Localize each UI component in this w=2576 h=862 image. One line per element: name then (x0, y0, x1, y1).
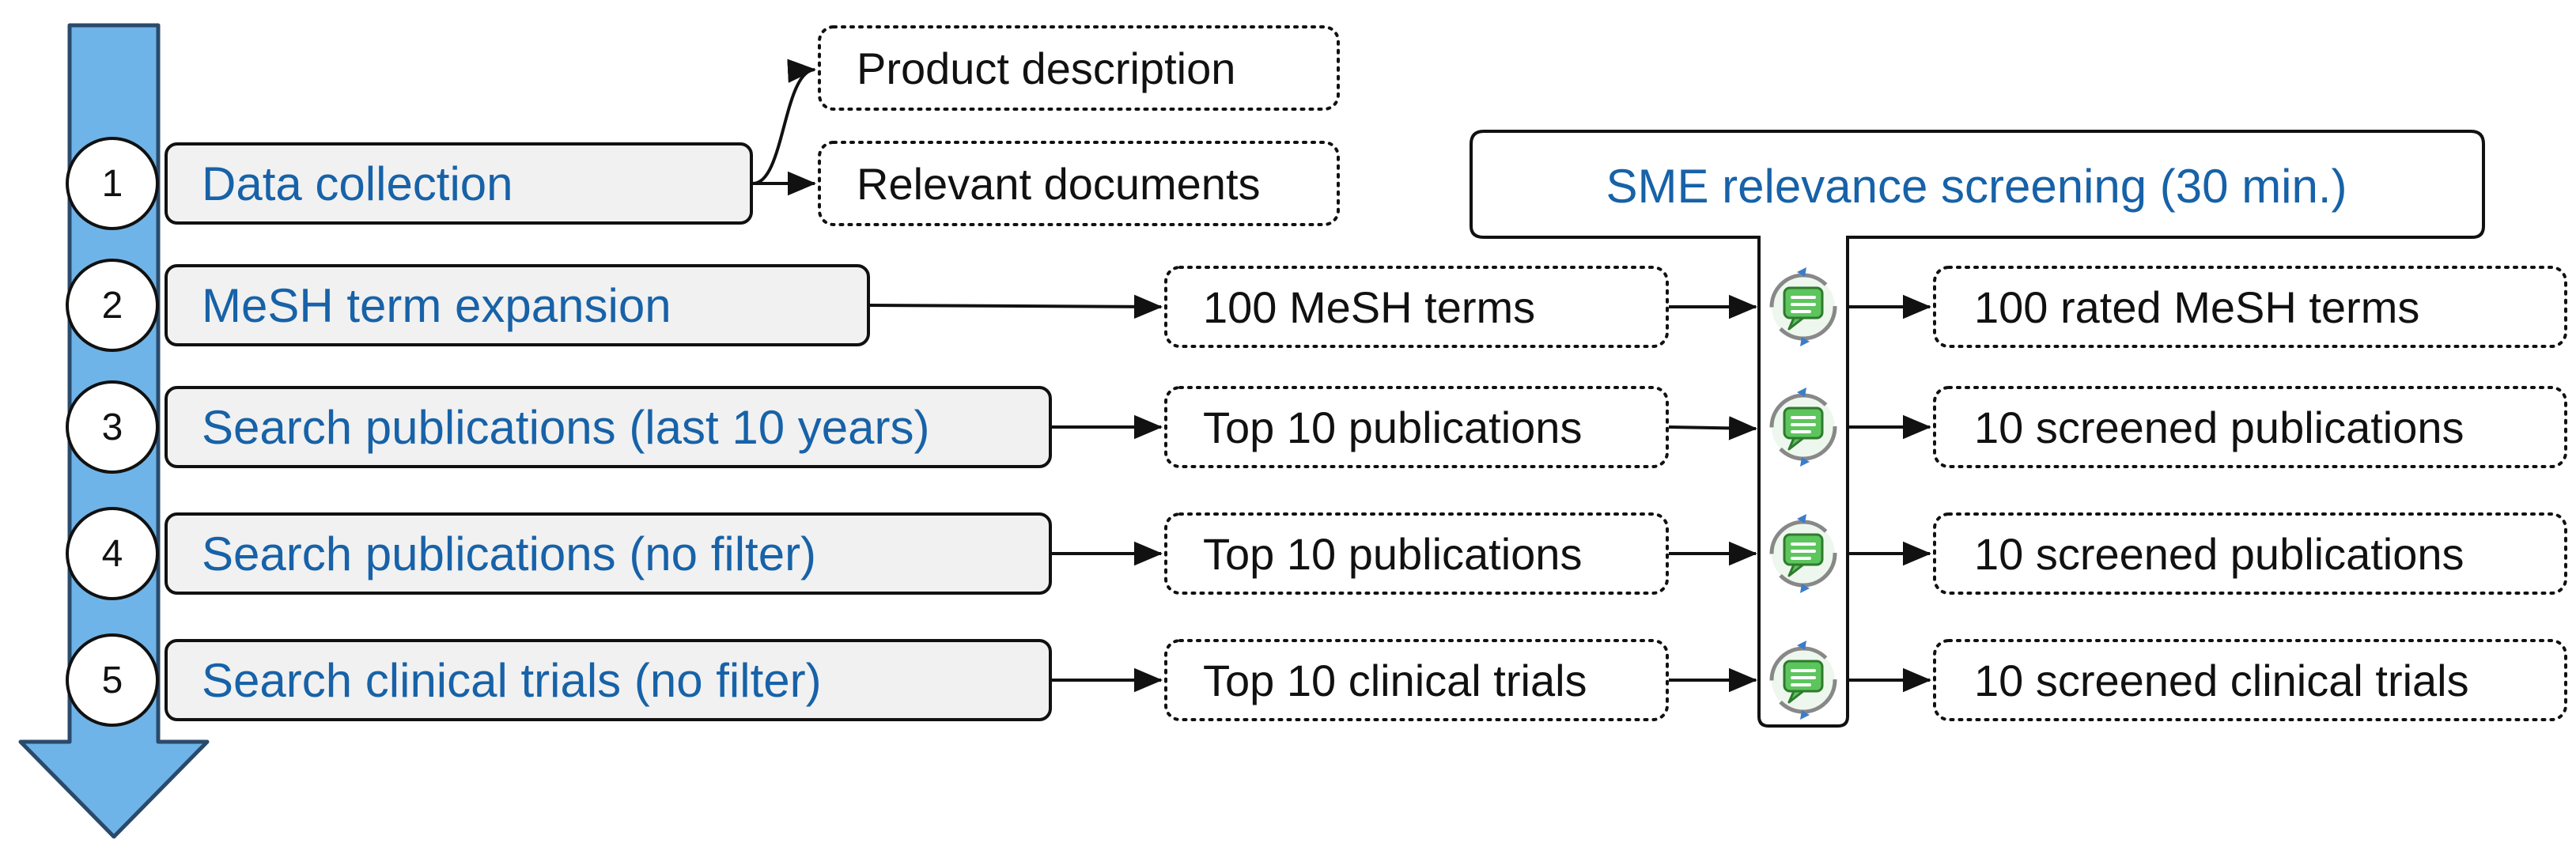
step-circle-3 (66, 380, 159, 474)
screened-output-boxes (1933, 266, 2567, 721)
screened-output-label-2: 10 screened publications (1974, 402, 2464, 452)
step-circle-2 (66, 259, 159, 352)
connectors (752, 59, 1931, 693)
step-box-5 (165, 639, 1052, 721)
step-number-1: 1 (101, 162, 123, 205)
search-output-boxes (1164, 266, 1669, 721)
search-output-label-4: Top 10 clinical trials (1203, 655, 1587, 705)
screened-output-label-1: 100 rated MeSH terms (1974, 282, 2420, 332)
search-output-box-3 (1164, 512, 1669, 595)
search-output-label-2: Top 10 publications (1203, 402, 1583, 452)
screened-output-box-3 (1933, 512, 2567, 595)
search-output-label-1: 100 MeSH terms (1203, 282, 1536, 332)
chat-refresh-icon (1769, 388, 1837, 467)
step-number-2: 2 (101, 284, 123, 327)
step-label-search-pubs-nofilter: Search publications (no filter) (202, 527, 817, 580)
step-number-4: 4 (101, 532, 123, 575)
step-box-4 (165, 512, 1052, 595)
step-circle-5 (66, 633, 159, 727)
connector-step2-to-output (869, 294, 1163, 319)
search-output-box-4 (1164, 639, 1669, 721)
screened-output-label-3: 10 screened publications (1974, 528, 2464, 579)
search-output-box-2 (1164, 386, 1669, 468)
step-box-1 (165, 142, 753, 225)
screened-output-label-4: 10 screened clinical trials (1974, 655, 2469, 705)
chat-refresh-icon (1769, 514, 1837, 593)
step-number-circles (66, 137, 159, 727)
sme-screening-title: SME relevance screening (30 min.) (1606, 159, 2347, 213)
connector-collection-to-product (752, 59, 816, 185)
step-label-search-trials: Search clinical trials (no filter) (202, 653, 822, 707)
search-output-label-3: Top 10 publications (1203, 528, 1583, 579)
step-label-mesh-expansion: MeSH term expansion (202, 278, 671, 332)
product-description-box (818, 25, 1340, 111)
step-number-5: 5 (101, 659, 123, 701)
search-output-box-1 (1164, 266, 1669, 348)
step-circle-4 (66, 507, 159, 600)
step-number-3: 3 (101, 406, 123, 448)
connector-output2-to-screening (1668, 416, 1757, 440)
relevant-documents-box (818, 141, 1340, 226)
chat-refresh-icon (1769, 267, 1837, 346)
screened-output-box-1 (1933, 266, 2567, 348)
screened-output-box-2 (1933, 386, 2567, 468)
product-description-label: Product description (857, 43, 1236, 93)
chat-refresh-icon (1769, 641, 1837, 720)
screened-output-box-4 (1933, 639, 2567, 721)
collection-output-boxes (818, 25, 1340, 226)
step-boxes (165, 142, 1052, 721)
step-label-search-pubs-10y: Search publications (last 10 years) (202, 400, 930, 454)
step-box-2 (165, 264, 870, 346)
sme-screening-frame (1470, 130, 2485, 728)
sme-screening-icons (1769, 267, 1837, 720)
relevant-documents-label: Relevant documents (857, 158, 1261, 209)
step-label-data-collection: Data collection (202, 157, 513, 210)
step-circle-1 (66, 137, 159, 230)
step-box-3 (165, 386, 1052, 468)
